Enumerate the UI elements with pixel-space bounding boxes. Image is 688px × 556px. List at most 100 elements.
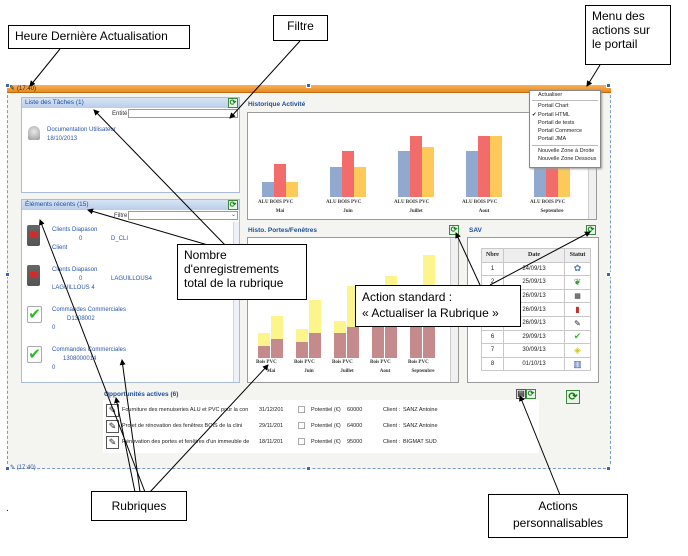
opp-desc: Projet de rénovation des fenêtres BOIS d… [122,423,243,429]
opps-title: Opportunités actives (6) [104,391,179,398]
refresh-icon[interactable]: ⟳ [228,98,238,108]
menu-item-commerce[interactable]: Portail Commerce [538,128,583,135]
bar [262,181,274,197]
resize-handle[interactable] [306,83,311,88]
bar-segment [258,333,270,346]
opp-client-label: Client : [383,439,401,445]
callout-nombre: Nombre d'enregistrements total de la rub… [177,244,307,300]
bar-segment [334,333,346,358]
recent-item[interactable]: ✔ Commandes Commerciales D1308002 0 [22,304,227,344]
opp-check[interactable] [298,422,305,429]
bar-label: Bois PVC [294,360,315,365]
recent-code: D_CLI [111,236,129,242]
callout-filtre: Filtre [273,15,328,41]
opp-potentiel: Potentiel (€) [311,423,341,429]
bar-label: ALU BOIS PVC [394,200,430,205]
recent-code: LAGUILLOUS4 [111,276,153,282]
recent-sub: LAGUILLOUS 4 [52,285,95,291]
opp-client: BIGMAT SUD [403,439,437,445]
recent-title: Commandes Commerciales [52,347,127,353]
bar-segment [423,323,435,358]
menu-item-zone-droite[interactable]: Nouvelle Zone à Droite [538,147,595,154]
bar [422,146,434,197]
refresh-icon[interactable]: ⟳ [228,200,238,210]
bar-segment [372,320,384,358]
checkmark-icon: ✔ [532,111,537,118]
bar-label: Bois PVC [408,360,429,365]
recent-item[interactable]: Clients Diapason 0 LAGUILLOUS4 LAGUILLOU… [22,264,227,304]
opp-check[interactable] [298,438,305,445]
task-title[interactable]: Documentation Utilisateur [47,127,116,133]
col-statut: Statut [564,248,591,263]
menu-item-zone-dessous[interactable]: Nouvelle Zone Dessous [538,156,597,163]
time-bottom-label: (17:40) [16,465,36,471]
resize-handle[interactable] [5,466,10,471]
bar-label: ALU BOIS PVC [530,200,566,205]
recent-num: D1308002 [67,316,95,322]
filter-select[interactable]: ⌄ [128,211,238,220]
pencil-icon[interactable]: ✎ [9,85,15,92]
task-date: 18/10/2013 [47,136,78,142]
menu-item-actualiser[interactable]: Actualiser [538,92,563,98]
resize-handle[interactable] [606,83,611,88]
client-icon [27,225,40,246]
document-icon: ✎ [106,436,119,449]
bar [410,136,422,197]
menu-item-chart[interactable]: Portail Chart [538,103,569,110]
document-icon: ✎ [106,420,119,433]
filter-label: Filtre [114,213,128,219]
opp-potentiel: Potentiel (€) [311,407,341,413]
bar [342,151,354,197]
recent-sub: 0 [52,365,56,371]
bar-label: ALU BOIS PVC [462,200,498,205]
taches-panel: Liste des Tâches (1) ⟳ Entité Documentat… [21,97,240,193]
recent-title: Clients Diapason [52,227,98,233]
scrollbar[interactable] [233,222,239,382]
category-label: Juillet [409,209,423,214]
resize-handle[interactable] [5,272,10,277]
client-icon [27,265,40,286]
bar-segment [309,333,321,358]
bar-segment [296,341,308,358]
resize-handle[interactable] [606,272,611,277]
refresh-icon[interactable]: ⟳ [586,225,596,235]
callout-actions-line1: Actions [538,499,578,513]
recent-item[interactable]: ✔ Commandes Commerciales 1308000014 0 [22,344,227,384]
category-label: Juin [304,369,314,374]
opp-row[interactable]: ✎ Rénovation des portes et fenêtres d'un… [106,436,516,450]
entity-input[interactable] [128,109,238,118]
refresh-icon[interactable]: ⟳ [566,390,580,404]
callout-rubriques: Rubriques [91,491,187,521]
menu-item-jma[interactable]: Portail JMA [538,136,567,143]
recent-item[interactable]: Clients Diapason 0 D_CLI Client [22,224,227,264]
menu-item-tests[interactable]: Portail de tests [538,119,575,126]
opp-row[interactable]: ✎ Fourniture des menuiseries ALU et PVC … [106,404,516,418]
pencil-icon[interactable]: ✎ [10,465,17,471]
menu-item-html[interactable]: ✔Portail HTML [530,111,600,119]
bar [466,151,478,197]
col-date: Date [503,248,565,263]
resize-handle[interactable] [5,83,10,88]
bar-label: Bois PVC [370,360,391,365]
bar-label: ALU BOIS PVC [326,200,362,205]
portal-top-bar: ✎ (17:40) [7,85,611,93]
opp-row[interactable]: ✎ Projet de rénovation des fenêtres BOIS… [106,420,516,434]
bar-label: ALU BOIS PVC [258,200,294,205]
refresh-icon[interactable]: ⟳ [526,389,536,399]
recent-sub: 0 [52,325,56,331]
opp-potentiel: Potentiel (€) [311,439,341,445]
resize-handle[interactable] [306,466,311,471]
col-nbre: Nbre [481,248,504,263]
opp-check[interactable] [298,406,305,413]
refresh-icon[interactable]: ⟳ [449,225,459,235]
callout-heure: Heure Dernière Actualisation [8,25,190,49]
resize-handle[interactable] [606,466,611,471]
recent-sub: Client [52,245,68,251]
stray-dot: . [6,503,9,514]
opp-desc: Rénovation des portes et fenêtres d'un i… [122,439,250,445]
